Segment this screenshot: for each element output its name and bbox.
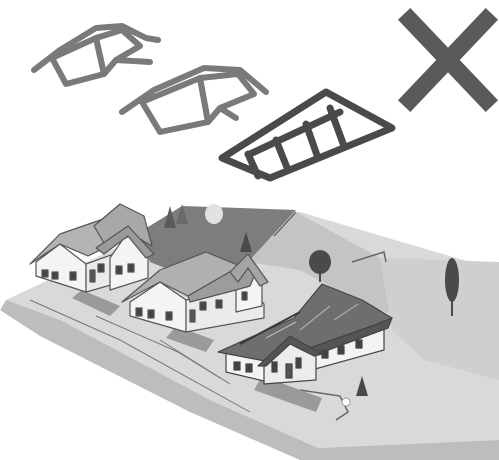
window [322,350,328,358]
house-left [30,204,154,292]
window [242,292,247,300]
window [98,264,104,272]
window [296,358,301,368]
window [272,362,277,372]
window [128,264,134,272]
window [70,272,76,280]
lamp-glow [342,398,350,406]
window [234,362,240,370]
window [166,312,172,320]
window [148,310,154,318]
door [286,364,292,378]
window [216,300,222,308]
tree-icon [445,258,459,302]
window [136,308,142,316]
tree-icon [309,250,331,274]
roof-profile-large [222,92,392,178]
roof-profile-medium [122,68,266,132]
window [356,340,362,348]
window [246,364,252,372]
window [52,272,58,279]
window [338,346,344,354]
window [116,266,122,274]
window [42,270,48,277]
x-mark-icon [410,20,486,100]
door [190,310,195,322]
roof-profile-small [34,26,158,84]
tree-icon [205,204,223,224]
window [200,302,206,310]
door [90,270,95,282]
